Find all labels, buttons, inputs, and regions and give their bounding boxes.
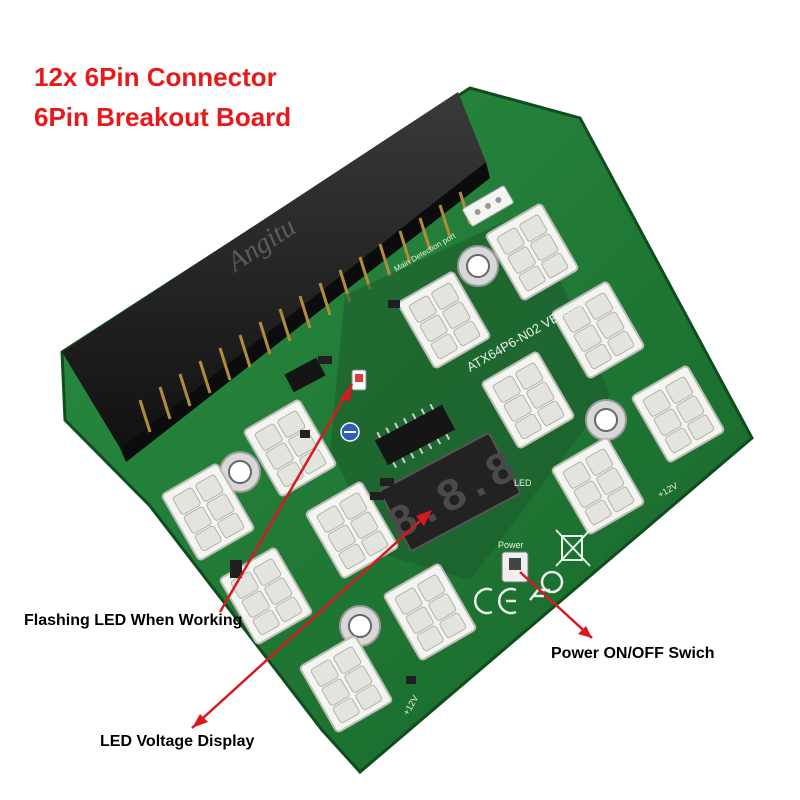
- smd-components: [230, 300, 416, 684]
- callout-power-switch: Power ON/OFF Swich: [551, 645, 715, 662]
- callout-flashing-led: Flashing LED When Working: [24, 612, 243, 629]
- power-switch: [501, 551, 529, 583]
- callout-arrow-power: [519, 571, 593, 639]
- edge-slot-connector: Angitu: [62, 92, 490, 462]
- flashing-led: [351, 369, 367, 391]
- title-line-2: 6Pin Breakout Board: [34, 102, 292, 132]
- callout-arrow-display: [191, 510, 432, 729]
- mounting-hole: [457, 245, 499, 287]
- detection-port-connector: [462, 185, 514, 227]
- led-label: LED: [514, 478, 532, 488]
- ic-chip: [284, 357, 326, 393]
- mounting-hole: [585, 399, 627, 441]
- ic-chip: [374, 403, 456, 469]
- power-label: Power: [498, 540, 524, 550]
- callout-arrow-led: [218, 383, 354, 613]
- title-line-1: 12x 6Pin Connector: [34, 62, 277, 92]
- weee-bin-icon: [555, 529, 591, 567]
- potentiometer: [340, 422, 360, 442]
- callout-voltage-display: LED Voltage Display: [100, 733, 255, 750]
